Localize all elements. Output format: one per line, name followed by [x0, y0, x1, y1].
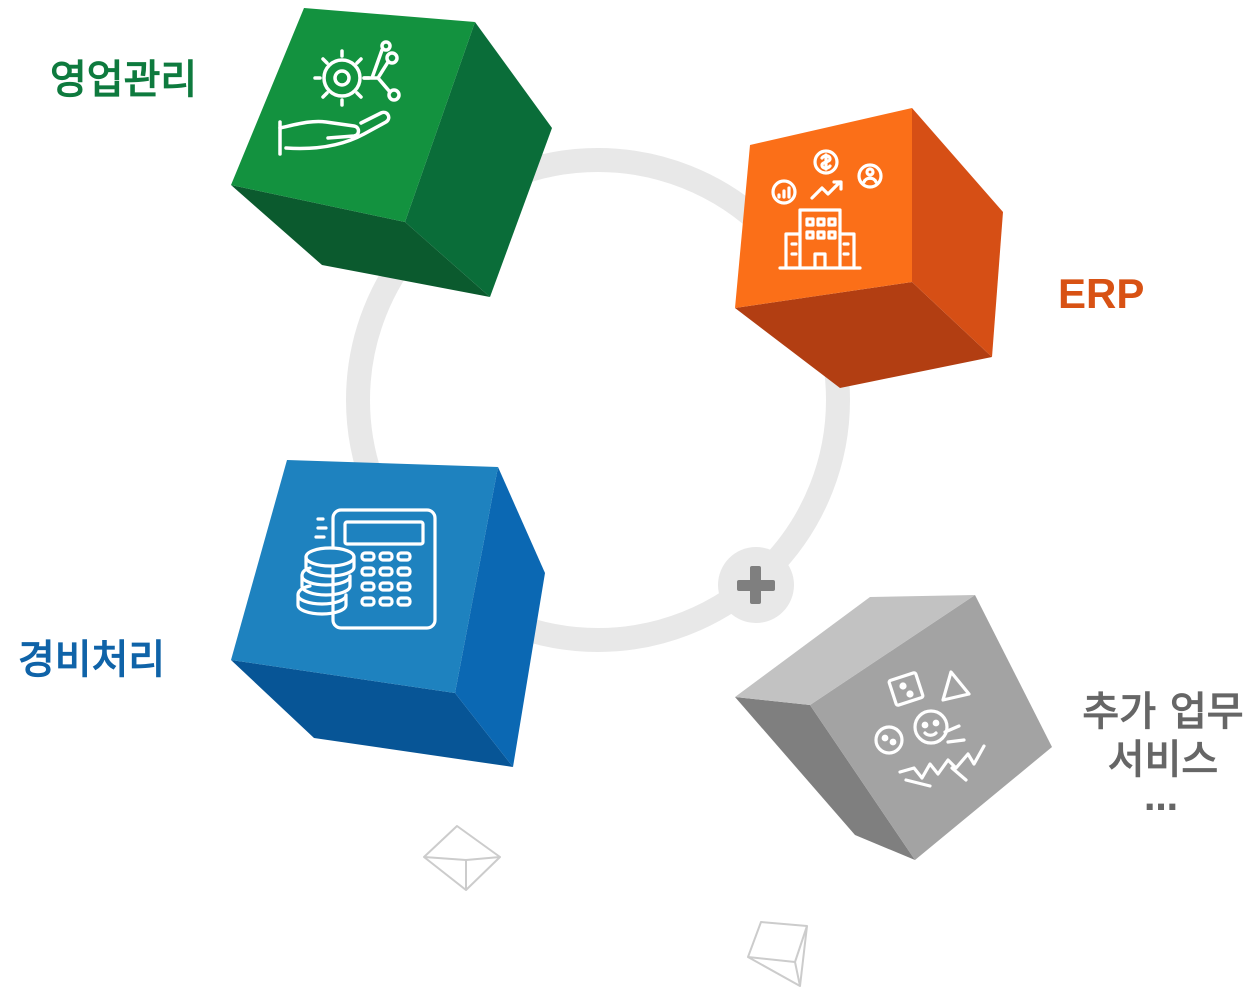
sales-cube [231, 8, 552, 297]
more-services-label: 추가 업무 서비스 … [1078, 688, 1248, 819]
more-cube [735, 595, 1052, 860]
small-cube-outline-icon [747, 921, 808, 987]
expense-label: 경비처리 [18, 637, 166, 683]
more-services-line-2: 서비스 [1107, 737, 1219, 783]
shapes-person-icon [874, 670, 986, 788]
plus-icon [718, 547, 794, 623]
sales-label: 영업관리 [50, 57, 198, 103]
erp-cube [735, 108, 1003, 388]
more-services-line-1: 추가 업무 [1082, 689, 1244, 735]
small-cube-outline-icon [423, 825, 501, 891]
calculator-coins-icon [296, 508, 437, 630]
connection-ring [346, 148, 850, 652]
more-services-ellipsis: … [1144, 779, 1182, 819]
business-building-icon [771, 149, 883, 270]
gear-hand-icon [278, 40, 401, 156]
expense-cube [231, 460, 545, 767]
erp-label: ERP [1058, 270, 1145, 317]
